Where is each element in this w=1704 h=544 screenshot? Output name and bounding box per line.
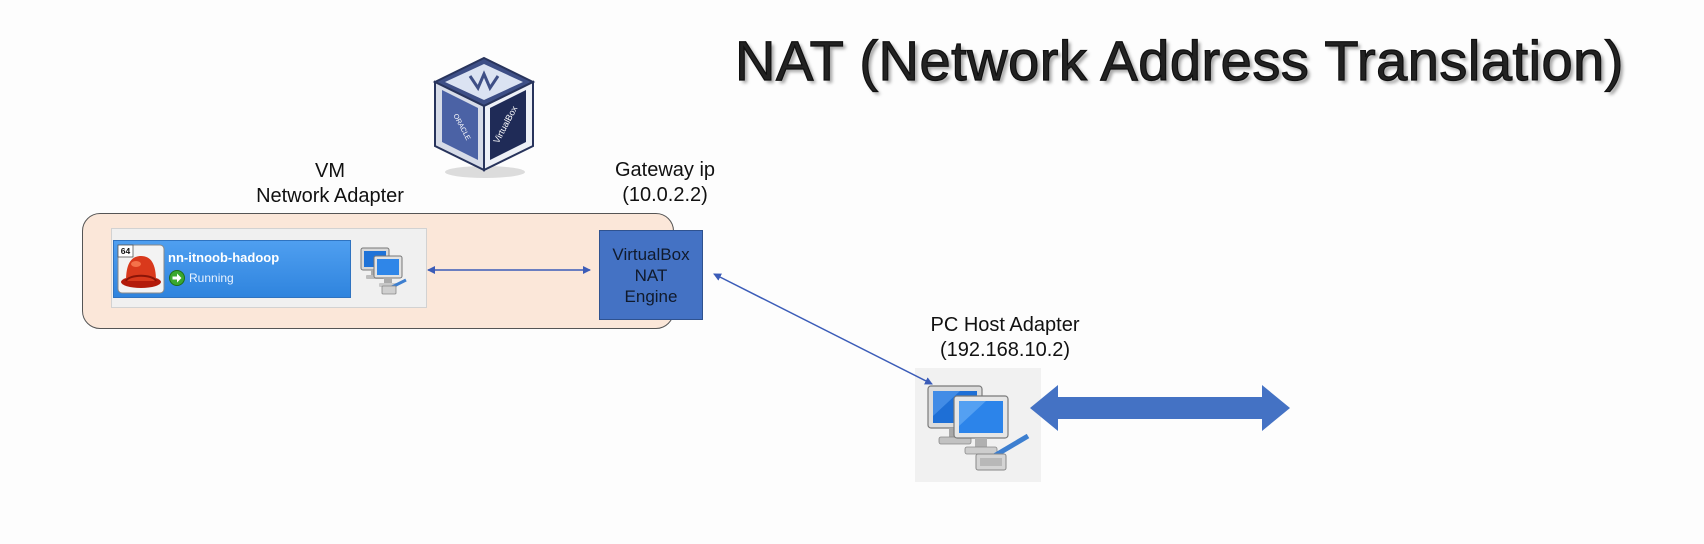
network-computers-icon <box>360 247 407 295</box>
diagram-title: NAT (Network Address Translation) <box>734 28 1624 92</box>
vm-name: nn-itnoob-hadoop <box>168 250 280 265</box>
pc-host-adapter-label: PC Host Adapter (192.168.10.2) <box>930 314 1080 361</box>
virtualbox-logo-icon: ORACLE VirtualBox <box>432 56 536 178</box>
os-bits-badge: 64 <box>121 246 131 256</box>
nat-to-host-connector <box>713 273 933 385</box>
nat-engine-label: VirtualBox NAT Engine <box>612 244 690 306</box>
red-hat-os-icon: 64 <box>117 244 165 294</box>
network-computers-icon <box>927 385 1030 471</box>
nat-engine-box: VirtualBox NAT Engine <box>599 230 703 320</box>
gateway-ip-label: Gateway ip (10.0.2.2) <box>614 159 716 206</box>
host-external-arrow <box>1030 385 1290 431</box>
vm-status: Running <box>189 271 234 285</box>
green-arrow-icon <box>169 270 185 286</box>
